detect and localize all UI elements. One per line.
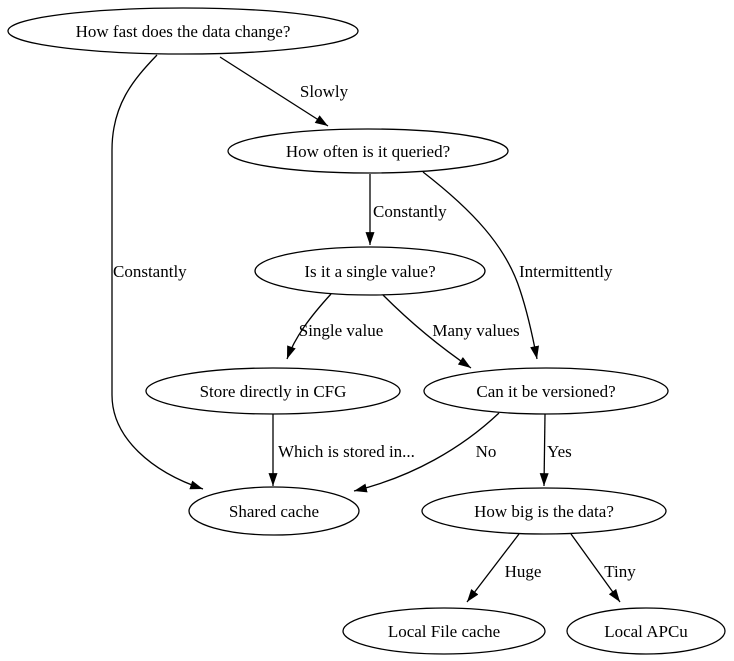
edge-q_queried-q_versioned <box>422 171 540 360</box>
edge-q_big-local_apcu <box>570 533 621 603</box>
edge-q_change-shared_cache <box>111 54 204 490</box>
edge-q_single-store_cfg <box>286 293 332 360</box>
node-local-apcu: Local APCu <box>566 607 726 655</box>
node-ellipse <box>188 486 360 536</box>
node-ellipse <box>227 128 509 174</box>
edge-q_big-local_file <box>466 533 520 603</box>
node-ellipse <box>423 367 669 415</box>
edge-q_versioned-q_big <box>539 413 549 487</box>
edge-q_change-q_queried <box>219 56 329 127</box>
node-ellipse <box>7 7 359 55</box>
node-label: Local File cache <box>388 622 500 641</box>
node-shared-cache: Shared cache <box>188 486 360 536</box>
edge-label-single-value: Single value <box>299 321 384 340</box>
node-label: How big is the data? <box>474 502 614 521</box>
node-ellipse <box>342 607 546 655</box>
node-label: Store directly in CFG <box>200 382 347 401</box>
edge-label-many-values: Many values <box>432 321 519 340</box>
node-label: Is it a single value? <box>304 262 435 281</box>
node-label: Can it be versioned? <box>476 382 615 401</box>
edge-q_versioned-shared_cache <box>353 412 500 493</box>
edge-label-tiny: Tiny <box>604 562 636 581</box>
edge-label-slowly: Slowly <box>300 82 349 101</box>
node-store-directly-in-cfg: Store directly in CFG <box>145 367 401 415</box>
edge-label-intermittently: Intermittently <box>519 262 613 281</box>
node-how-often-is-it-queried: How often is it queried? <box>227 128 509 174</box>
node-label: How fast does the data change? <box>76 22 291 41</box>
edge-label-no: No <box>476 442 497 461</box>
edge-label-which-is-stored-in: Which is stored in... <box>278 442 415 461</box>
edge-label-constantly-mid: Constantly <box>373 202 447 221</box>
edge-q_single-q_versioned <box>382 294 472 369</box>
node-can-it-be-versioned: Can it be versioned? <box>423 367 669 415</box>
node-how-fast-does-data-change: How fast does the data change? <box>7 7 359 55</box>
edge-label-constantly-left: Constantly <box>113 262 187 281</box>
node-is-it-a-single-value: Is it a single value? <box>254 246 486 296</box>
node-ellipse <box>566 607 726 655</box>
edge-label-huge: Huge <box>505 562 542 581</box>
node-ellipse <box>145 367 401 415</box>
edge-label-yes: Yes <box>547 442 572 461</box>
node-label: How often is it queried? <box>286 142 450 161</box>
node-how-big-is-the-data: How big is the data? <box>421 487 667 535</box>
node-local-file-cache: Local File cache <box>342 607 546 655</box>
node-ellipse <box>421 487 667 535</box>
node-label: Shared cache <box>229 502 319 521</box>
node-label: Local APCu <box>604 622 688 641</box>
node-ellipse <box>254 246 486 296</box>
